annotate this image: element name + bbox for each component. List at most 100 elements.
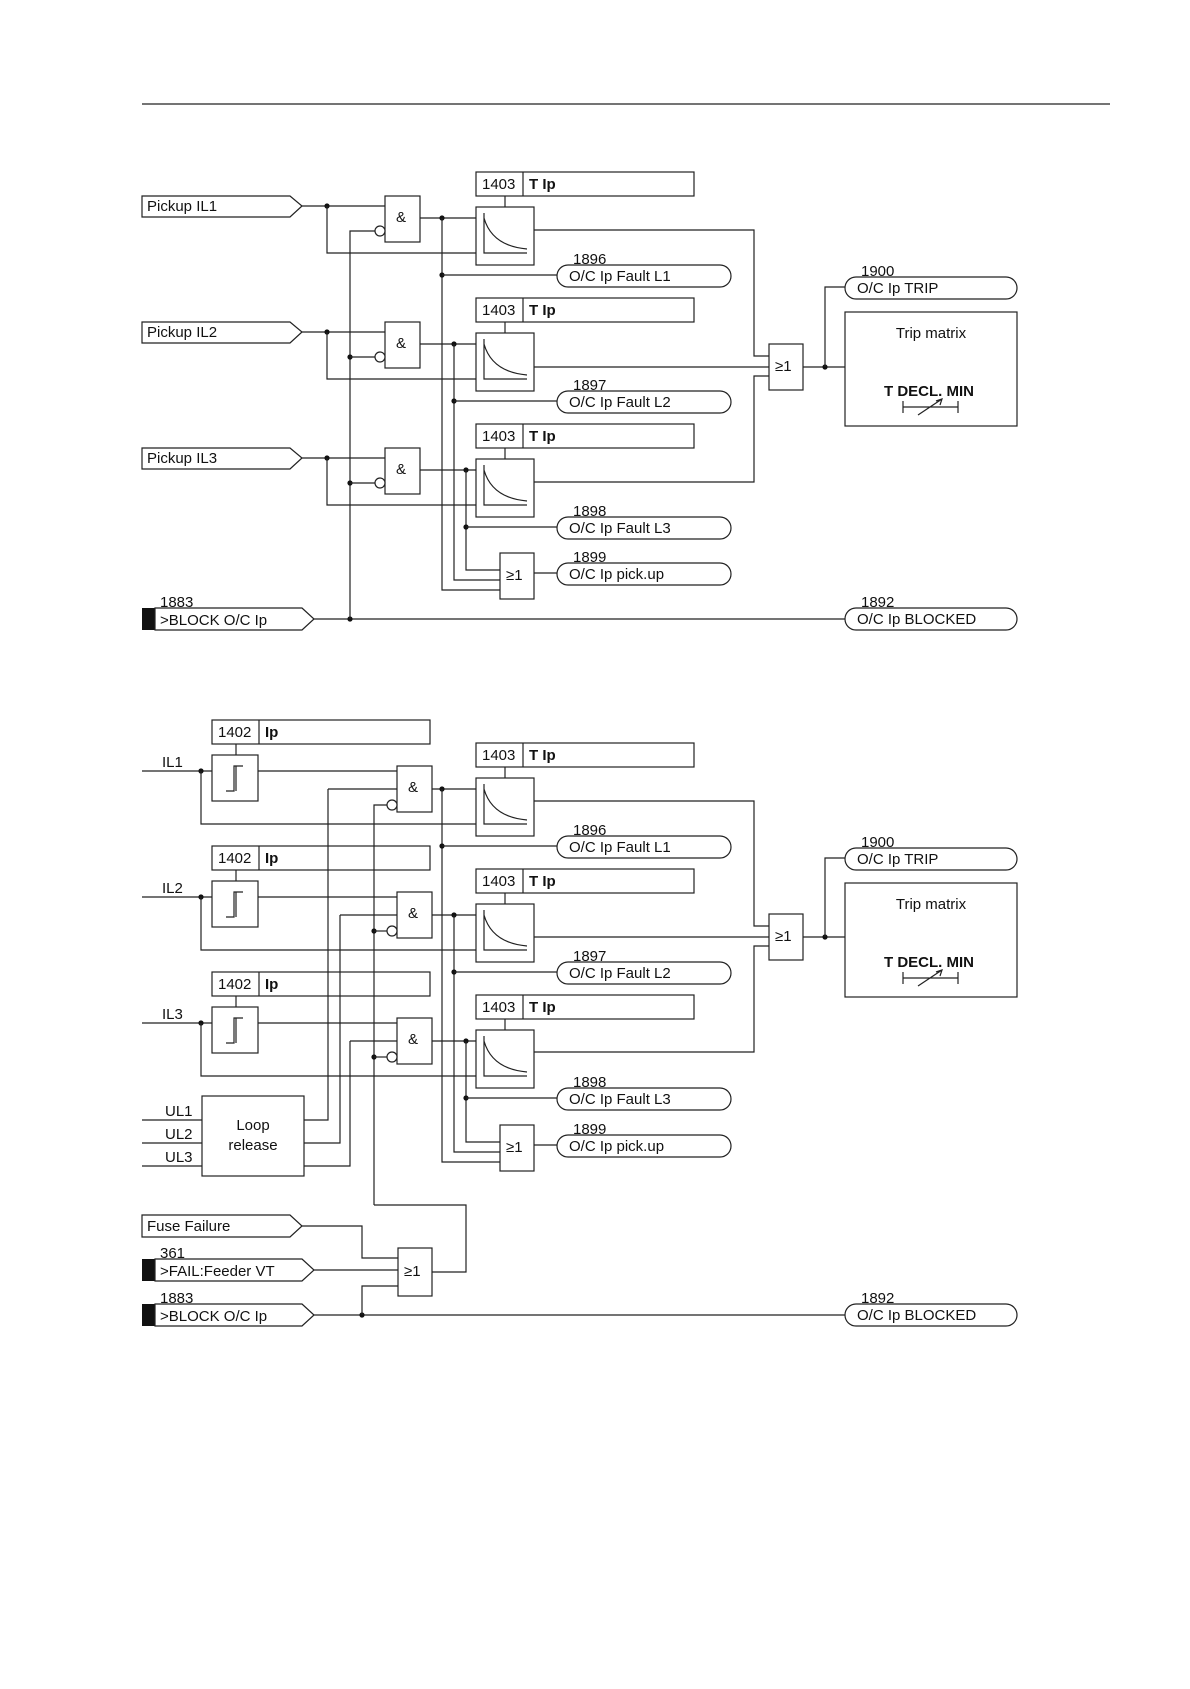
- inverse-time-block-2: [475, 332, 535, 392]
- fail-number: 361: [160, 1245, 185, 1262]
- svg-text:&: &: [408, 905, 418, 922]
- svg-text:T DECL. MIN: T DECL. MIN: [884, 954, 974, 971]
- or-gate-vt: ≥1: [397, 1247, 433, 1297]
- and-gate-b3: &: [350, 1017, 433, 1065]
- block-number-b: 1883: [160, 1290, 193, 1307]
- output-trip-number: 1900: [861, 263, 894, 280]
- output-pickup-b: [556, 1134, 732, 1158]
- svg-text:≥1: ≥1: [506, 1139, 523, 1156]
- and-gate-b2: &: [340, 891, 433, 939]
- output-fault-l3-number-b: 1898: [573, 1074, 606, 1091]
- input-block-b: [154, 1303, 315, 1327]
- input-pickup-il2-label: Pickup IL2: [147, 324, 217, 341]
- output-blocked-label: O/C Ip BLOCKED: [857, 611, 976, 628]
- svg-text:T Ip: T Ip: [529, 999, 556, 1016]
- input-block: [154, 607, 315, 631]
- output-fault-l3-number: 1898: [573, 503, 606, 520]
- param-t-ip-b1: 1403 T Ip: [475, 742, 695, 778]
- svg-text:≥1: ≥1: [404, 1263, 421, 1280]
- input-fail-feeder-vt-label: >FAIL:Feeder VT: [160, 1263, 275, 1280]
- input-pickup-il1-label: Pickup IL1: [147, 198, 217, 215]
- binary-input-marker: [142, 1259, 155, 1281]
- svg-text:1403: 1403: [482, 302, 515, 319]
- svg-text:Trip matrix: Trip matrix: [896, 325, 967, 342]
- binary-input-marker: [142, 1304, 155, 1326]
- param-t-ip-1: 1403 T Ip: [475, 171, 695, 207]
- input-pickup-il2: [141, 321, 303, 344]
- svg-text:Ip: Ip: [265, 724, 278, 741]
- svg-text:T Ip: T Ip: [529, 302, 556, 319]
- output-fault-l2-number-b: 1897: [573, 948, 606, 965]
- trip-matrix-1: Trip matrix T DECL. MIN: [844, 311, 1018, 427]
- output-fault-l1-label-b: O/C Ip Fault L1: [569, 839, 671, 856]
- output-trip-b: [844, 847, 1018, 871]
- threshold-block-1: [211, 754, 259, 802]
- trip-matrix-2: Trip matrix T DECL. MIN: [844, 882, 1018, 998]
- svg-text:&: &: [408, 1031, 418, 1048]
- output-fault-l1-number: 1896: [573, 251, 606, 268]
- svg-text:1403: 1403: [482, 176, 515, 193]
- or-gate-pickup: ≥1: [499, 552, 535, 600]
- input-il3-label: IL3: [162, 1006, 183, 1023]
- output-blocked-b: [844, 1303, 1018, 1327]
- inverse-time-block-b2: [475, 903, 535, 963]
- inverse-time-block-b1: [475, 777, 535, 837]
- output-pickup: [556, 562, 732, 586]
- svg-text:1402: 1402: [218, 724, 251, 741]
- input-ul1-label: UL1: [165, 1103, 193, 1120]
- inverse-time-block-1: [475, 206, 535, 266]
- input-pickup-il3: [141, 447, 303, 470]
- output-pickup-label-b: O/C Ip pick.up: [569, 1138, 664, 1155]
- output-fault-l3-label-b: O/C Ip Fault L3: [569, 1091, 671, 1108]
- output-blocked-number-b: 1892: [861, 1290, 894, 1307]
- input-block-b-label: >BLOCK O/C Ip: [160, 1308, 267, 1325]
- input-il2-label: IL2: [162, 880, 183, 897]
- svg-text:&: &: [408, 779, 418, 796]
- svg-text:Ip: Ip: [265, 850, 278, 867]
- input-fuse-failure: [141, 1214, 303, 1238]
- output-blocked: [844, 607, 1018, 631]
- output-fault-l2-label-b: O/C Ip Fault L2: [569, 965, 671, 982]
- or-gate-trip: ≥1: [768, 343, 804, 391]
- input-ul2-label: UL2: [165, 1126, 193, 1143]
- svg-text:1403: 1403: [482, 999, 515, 1016]
- output-fault-l3: [556, 516, 732, 540]
- inverse-time-block-b3: [475, 1029, 535, 1089]
- svg-text:Loop: Loop: [236, 1117, 269, 1134]
- binary-input-marker: [142, 608, 155, 630]
- svg-text:T Ip: T Ip: [529, 747, 556, 764]
- param-t-ip-2: 1403 T Ip: [475, 297, 695, 333]
- input-fuse-failure-label: Fuse Failure: [147, 1218, 230, 1235]
- svg-text:T Ip: T Ip: [529, 428, 556, 445]
- output-fault-l3-b: [556, 1087, 732, 1111]
- svg-text:release: release: [228, 1137, 277, 1154]
- output-blocked-label-b: O/C Ip BLOCKED: [857, 1307, 976, 1324]
- param-t-ip-3: 1403 T Ip: [475, 423, 695, 459]
- output-fault-l1-label: O/C Ip Fault L1: [569, 268, 671, 285]
- output-pickup-number: 1899: [573, 549, 606, 566]
- param-ip-1: 1402 Ip: [211, 719, 431, 755]
- input-fail-feeder-vt: [154, 1258, 315, 1282]
- output-trip-number-b: 1900: [861, 834, 894, 851]
- svg-text:T Ip: T Ip: [529, 176, 556, 193]
- output-trip-label: O/C Ip TRIP: [857, 280, 938, 297]
- svg-text:1402: 1402: [218, 976, 251, 993]
- output-fault-l1-b: [556, 835, 732, 859]
- output-fault-l2: [556, 390, 732, 414]
- svg-text:&: &: [396, 335, 406, 352]
- diagram-2: 1402 Ip 1402 Ip 1402 Ip: [141, 719, 1018, 1327]
- loop-release-block: Loop release: [201, 1095, 305, 1177]
- output-pickup-label: O/C Ip pick.up: [569, 566, 664, 583]
- and-gate-3: &: [374, 447, 421, 495]
- param-t-ip-b2: 1403 T Ip: [475, 868, 695, 904]
- svg-text:&: &: [396, 209, 406, 226]
- svg-text:&: &: [396, 461, 406, 478]
- input-block-label: >BLOCK O/C Ip: [160, 612, 267, 629]
- param-ip-2: 1402 Ip: [211, 845, 431, 881]
- threshold-block-3: [211, 1006, 259, 1054]
- svg-text:1403: 1403: [482, 428, 515, 445]
- svg-text:T DECL. MIN: T DECL. MIN: [884, 383, 974, 400]
- inverse-time-block-3: [475, 458, 535, 518]
